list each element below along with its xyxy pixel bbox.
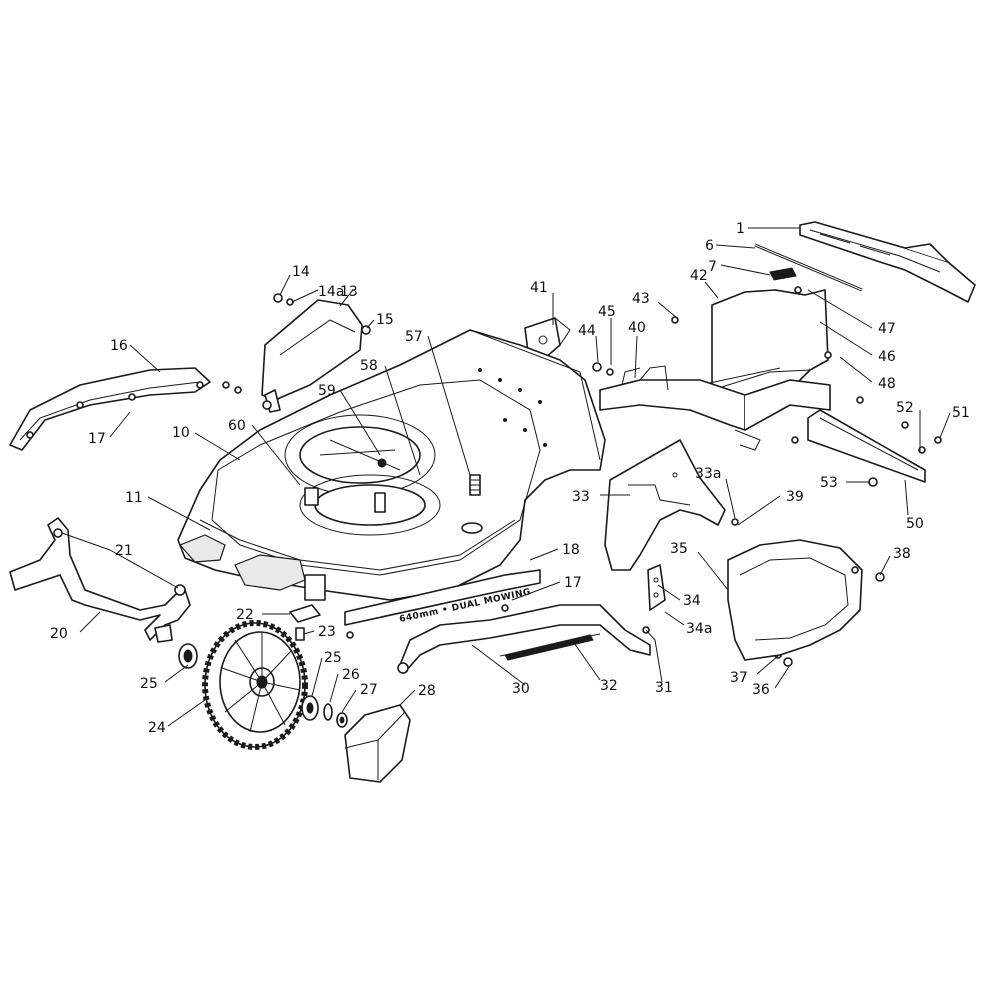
label-25-right: 25 (324, 650, 342, 666)
label-14: 14 (292, 264, 310, 280)
label-24: 24 (148, 720, 166, 736)
label-17-front: 17 (88, 431, 106, 447)
label-13: 13 (340, 284, 358, 300)
label-21: 21 (115, 543, 133, 559)
label-28: 28 (418, 683, 436, 699)
part-rod (754, 243, 863, 292)
part-front-cover (261, 299, 363, 413)
label-43: 43 (632, 291, 650, 307)
part-clip-22 (289, 604, 321, 641)
label-57: 57 (405, 329, 423, 345)
label-10: 10 (172, 425, 190, 441)
part-front-bumper (9, 367, 211, 451)
part-mower-deck (177, 329, 606, 601)
label-52: 52 (896, 400, 914, 416)
label-26: 26 (342, 667, 360, 683)
label-16: 16 (110, 338, 128, 354)
label-32: 32 (600, 678, 618, 694)
label-15: 15 (376, 312, 394, 328)
label-7: 7 (708, 259, 717, 275)
label-14a: 14a (318, 284, 344, 300)
label-44: 44 (578, 323, 596, 339)
part-bearing-left (178, 643, 198, 669)
part-hub-set (301, 695, 348, 728)
part-rear-axle (397, 604, 651, 674)
part-wheel-cover (727, 539, 863, 661)
label-48: 48 (878, 376, 896, 392)
label-20: 20 (50, 626, 68, 642)
label-23: 23 (318, 624, 336, 640)
label-11: 11 (125, 490, 143, 506)
label-17-side: 17 (564, 575, 582, 591)
label-46: 46 (878, 349, 896, 365)
label-27: 27 (360, 682, 378, 698)
part-side-plate (604, 439, 726, 571)
label-42: 42 (690, 268, 708, 284)
label-6: 6 (705, 238, 714, 254)
label-60: 60 (228, 418, 246, 434)
label-34: 34 (683, 593, 701, 609)
label-39: 39 (786, 489, 804, 505)
label-37: 37 (730, 670, 748, 686)
label-53: 53 (820, 475, 838, 491)
label-38: 38 (893, 546, 911, 562)
label-47: 47 (878, 321, 896, 337)
label-25-left: 25 (140, 676, 158, 692)
part-bracket-34 (647, 564, 666, 611)
label-50: 50 (906, 516, 924, 532)
label-30: 30 (512, 681, 530, 697)
part-deflector-strip (807, 409, 926, 483)
part-rear-flap (599, 365, 831, 451)
label-35: 35 (670, 541, 688, 557)
label-33a: 33a (695, 466, 721, 482)
leader-lines (61, 227, 951, 727)
label-34a: 34a (686, 621, 712, 637)
label-58: 58 (360, 358, 378, 374)
label-40: 40 (628, 320, 646, 336)
label-36: 36 (752, 682, 770, 698)
part-spring-7 (769, 267, 797, 281)
part-handle-bar (799, 221, 976, 303)
label-41: 41 (530, 280, 548, 296)
label-45: 45 (598, 304, 616, 320)
label-22: 22 (236, 607, 254, 623)
part-labels: 1 6 7 42 47 46 48 43 45 44 40 41 52 51 5… (50, 221, 970, 736)
label-31: 31 (655, 680, 673, 696)
label-1: 1 (736, 221, 745, 237)
label-51: 51 (952, 405, 970, 421)
label-59: 59 (318, 383, 336, 399)
label-33: 33 (572, 489, 590, 505)
part-hub-cap (344, 704, 411, 783)
part-wheel (202, 620, 308, 750)
label-18: 18 (562, 542, 580, 558)
part-spring-32 (499, 633, 601, 661)
